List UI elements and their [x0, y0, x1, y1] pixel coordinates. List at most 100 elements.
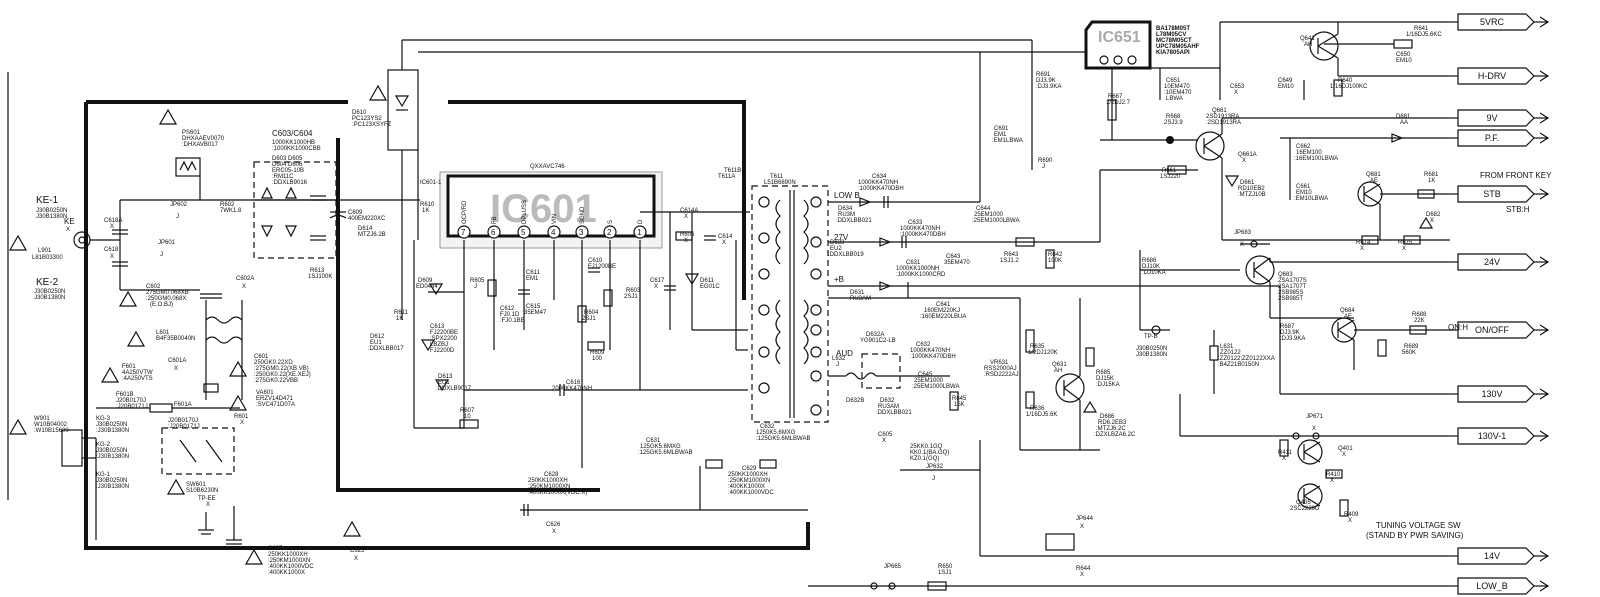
label-q401x: X — [1342, 452, 1346, 458]
connector-130v: 130V — [1450, 385, 1550, 403]
label-c649a: EM10 — [1278, 84, 1294, 90]
label-r681: R681 — [1424, 172, 1439, 178]
label-r667a: 1/2DJ2.7 — [1106, 100, 1131, 106]
label-r688: R688 — [1412, 312, 1427, 318]
label-r644x: X — [1080, 572, 1084, 578]
label-jp665x: X — [888, 586, 892, 592]
label-f601b1: J20B0170J — [116, 398, 146, 404]
label-r635: R635 — [1030, 344, 1045, 350]
label-sw601: SW601 — [186, 482, 206, 488]
label-c602a3: (E.O.BJ) — [150, 302, 173, 308]
label-d686c: :DZXLBZA6.2C — [1094, 432, 1136, 438]
label-c615a: 35EM47 — [524, 310, 547, 316]
optocoupler — [387, 39, 1112, 320]
label-c605bc: KZ0.1(GQ) — [910, 456, 939, 462]
connector-flag — [1457, 427, 1535, 445]
label-r687: R687 — [1280, 324, 1295, 330]
label-r687b: :DJ3.9KA — [1280, 336, 1305, 342]
label-c615: C615 — [526, 304, 541, 310]
label-r640a: 1/16DJ100KC — [1330, 84, 1368, 90]
label-jp601j: J — [160, 252, 163, 258]
label-jp632: JP632 — [926, 464, 944, 470]
label-c629d: :400KK1000VDC — [728, 490, 774, 496]
bridge-rectifier — [175, 157, 347, 259]
connector-label: 24V — [1484, 257, 1500, 267]
ic601-pin-marker — [457, 225, 471, 239]
label-r410x: X — [1330, 478, 1334, 484]
label-ps601a: DHXAAEV0070 — [182, 136, 225, 142]
label-q681a: AE — [1370, 178, 1378, 184]
label-r411x: X — [1282, 456, 1286, 462]
label-c601: C601 — [254, 354, 269, 360]
connector-label: LOW_B — [1476, 581, 1508, 591]
label-c625: C625 — [350, 548, 365, 554]
label-l632: L632 — [832, 356, 846, 362]
label-l601a: B4F35B0040N — [156, 336, 195, 342]
label-d612a: EU1 — [370, 340, 382, 346]
connector-label: STB — [1483, 189, 1501, 199]
label-d661b: :MTZJ10B — [1238, 192, 1266, 198]
label-l901a: L81B03300 — [32, 255, 63, 261]
label-r644: R644 — [1076, 566, 1091, 572]
label-f601bb: F601B — [116, 392, 134, 398]
connector-label: 5VRC — [1480, 17, 1505, 27]
label-r642a: 100K — [1048, 258, 1062, 264]
label-c632b2a: 1000KK470NH — [910, 348, 950, 354]
label-c617: C617 — [650, 278, 665, 284]
label-c627c: :400KK1000VDC — [268, 564, 314, 570]
label-c610: C610 — [588, 258, 603, 264]
label-r602: R602 — [220, 202, 235, 208]
label-d610: D610 — [352, 110, 367, 116]
ic601-pin-name: FB — [492, 216, 498, 224]
label-c614: C614 — [718, 234, 733, 240]
label-c661a: EM10 — [1296, 190, 1312, 196]
t611a-label: T611A — [718, 174, 735, 180]
tx-pin — [810, 404, 822, 416]
label-c643a: 35EM470 — [944, 260, 970, 266]
on-h-note: ON:H — [1448, 323, 1468, 332]
ic601-pin-name: S — [608, 220, 614, 224]
component-labels: KE-1J30B0250NJ30B1380NKEXL901L81B03300KE… — [32, 26, 1442, 592]
label-q683d: 2SB985T — [1278, 296, 1303, 302]
connector-h-drv: H-DRV — [1450, 67, 1550, 85]
ic601-pin-marker — [633, 225, 647, 239]
label-r691: R691 — [1036, 72, 1051, 78]
tx-pin — [810, 196, 822, 208]
label-kg2a: J30B0250N — [96, 448, 127, 454]
label-f601a0: F601A — [174, 402, 192, 408]
label-d613a: EU1 — [438, 380, 450, 386]
warning-icon — [368, 84, 388, 101]
label-c618: C618 — [104, 247, 119, 253]
label-r601: R601 — [234, 414, 249, 420]
label-r411: R411 — [1278, 450, 1293, 456]
label-d634: D634 — [838, 206, 853, 212]
label-kg1: KG-1 — [96, 472, 111, 478]
tx-pin — [810, 324, 822, 336]
label-kex: X — [66, 227, 70, 233]
label-d614: D614 — [358, 226, 373, 232]
tx-pin — [758, 196, 770, 208]
label-r607: R607 — [460, 408, 475, 414]
ic601-pin-marker — [547, 225, 561, 239]
label-vr631a: RSS2000AJ — [984, 366, 1017, 372]
tx-pin — [758, 268, 770, 280]
ic601-pin-marker — [575, 225, 589, 239]
label-jp632j: J — [932, 476, 935, 482]
label-r607a: 10 — [464, 414, 471, 420]
label-kg3b: :J30B1380N — [96, 428, 129, 434]
label-c661: C661 — [1296, 184, 1311, 190]
label-ke: KE — [64, 217, 75, 226]
label-c691a: EM1 — [994, 132, 1007, 138]
warning-icon — [8, 234, 28, 251]
label-jp644x: X — [1080, 524, 1084, 530]
stb-h-note: STB:H — [1506, 205, 1530, 214]
label-c612: C612 — [500, 306, 515, 312]
label-jp683: JP683 — [1234, 230, 1252, 236]
label-c618x: X — [110, 254, 114, 260]
label-r605a: J — [474, 284, 477, 290]
connector-5vrc: 5VRC — [1450, 13, 1550, 31]
label-r685b: :DJ15KA — [1096, 382, 1120, 388]
label-kg2b: :J30B1380N — [96, 454, 129, 460]
label-d633b: :DDXLBB019 — [828, 252, 864, 258]
label-d613: D613 — [438, 374, 453, 380]
